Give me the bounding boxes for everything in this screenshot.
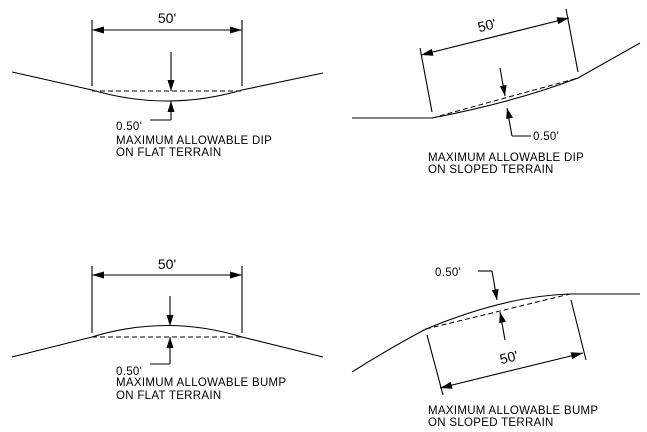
panel-dip-sloped: 50' 0.50' MAXIMUM ALLOWABLE DIP ON SLOPE… <box>352 8 641 176</box>
extension-line-right <box>570 299 587 361</box>
caption-line-1: MAXIMUM ALLOWABLE DIP <box>116 135 272 147</box>
caption-line-2: ON SLOPED TERRAIN <box>428 417 554 429</box>
arrowhead-left <box>421 48 434 56</box>
arrowhead-right <box>556 17 569 25</box>
panel-dip-flat: 50' 0.50' MAXIMUM ALLOWABLE DIP ON FLAT … <box>11 10 324 159</box>
terrain-profile <box>11 325 324 358</box>
arrowhead-left <box>92 26 104 34</box>
tolerance-arrow-down <box>499 85 507 96</box>
tolerance-label: 0.50' <box>116 366 142 378</box>
dimension-label: 50' <box>476 15 498 35</box>
caption-line-1: MAXIMUM ALLOWABLE BUMP <box>116 377 286 389</box>
straightedge-line <box>425 293 571 330</box>
tolerance-label: 0.50' <box>435 267 461 279</box>
arrowhead-left <box>92 271 104 279</box>
tolerance-arrow-down <box>166 315 174 326</box>
terrain-profile <box>352 42 641 119</box>
caption-line-2: ON SLOPED TERRAIN <box>428 164 554 176</box>
arrowhead-right <box>230 26 242 34</box>
terrain-profile <box>351 293 640 373</box>
arrowhead-right <box>570 352 583 360</box>
caption-line-2: ON FLAT TERRAIN <box>116 147 221 159</box>
dimension-line <box>439 352 584 389</box>
extension-line-right <box>565 8 579 73</box>
caption-line-1: MAXIMUM ALLOWABLE DIP <box>428 152 584 164</box>
dimension-label: 50' <box>158 256 176 272</box>
caption-line-2: ON FLAT TERRAIN <box>116 390 221 402</box>
tolerance-arrow-up <box>167 101 175 112</box>
tolerance-arrow-down <box>167 80 175 91</box>
dimension-line <box>420 17 570 56</box>
terrain-profile <box>11 71 324 102</box>
dimension-label: 50' <box>158 10 176 26</box>
tolerance-arrow-up <box>166 337 174 348</box>
straightedge-line <box>431 77 579 119</box>
dimension-label: 50' <box>498 347 520 367</box>
extension-line-left <box>426 334 444 396</box>
tolerance-arrow-up <box>499 312 506 323</box>
caption-line-1: MAXIMUM ALLOWABLE BUMP <box>428 405 598 417</box>
arrowhead-right <box>230 271 242 279</box>
arrowhead-left <box>440 381 453 389</box>
panel-bump-flat: 50' 0.50' MAXIMUM ALLOWABLE BUMP ON FLAT… <box>11 256 324 402</box>
tolerance-arrow-down <box>491 289 499 300</box>
tolerance-label: 0.50' <box>116 121 142 133</box>
tolerance-label: 0.50' <box>533 131 559 143</box>
tolerance-arrow-up <box>506 108 513 119</box>
panel-bump-sloped: 50' 0.50' MAXIMUM ALLOWABLE BUMP ON SLOP… <box>351 267 640 429</box>
extension-line-left <box>419 47 433 113</box>
